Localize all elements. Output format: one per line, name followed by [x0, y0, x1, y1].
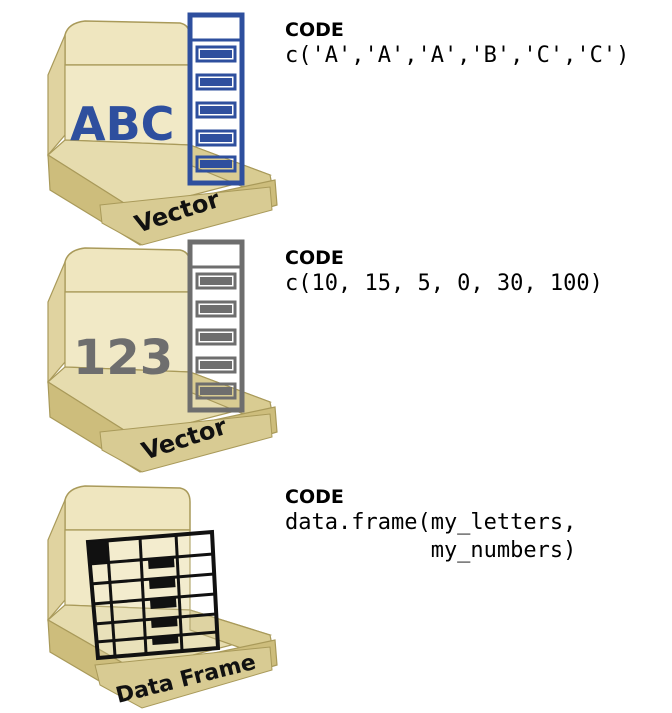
- vector-letters-box: Vector ABC: [40, 5, 290, 255]
- vector-numbers-box: Vector 123: [40, 232, 290, 482]
- code-heading: CODE: [285, 19, 344, 41]
- content-text: ABC: [70, 97, 174, 151]
- code-heading: CODE: [285, 247, 344, 269]
- vector-column-icon: [187, 12, 245, 186]
- code-heading: CODE: [285, 486, 344, 508]
- data-frame-box: Data Frame: [40, 460, 290, 710]
- code-line: data.frame(my_letters,: [285, 510, 577, 535]
- code-block-data-frame: CODE data.frame(my_letters, my_numbers): [285, 485, 576, 565]
- content-text: 123: [73, 330, 173, 386]
- code-line: my_numbers): [285, 538, 577, 563]
- code-line: c(10, 15, 5, 0, 30, 100): [285, 271, 603, 296]
- code-block-numbers: CODE c(10, 15, 5, 0, 30, 100): [285, 246, 603, 298]
- vector-column-icon: [187, 239, 245, 413]
- data-frame-grid-icon: [85, 529, 221, 661]
- code-block-letters: CODE c('A','A','A','B','C','C'): [285, 18, 629, 70]
- code-line: c('A','A','A','B','C','C'): [285, 43, 630, 68]
